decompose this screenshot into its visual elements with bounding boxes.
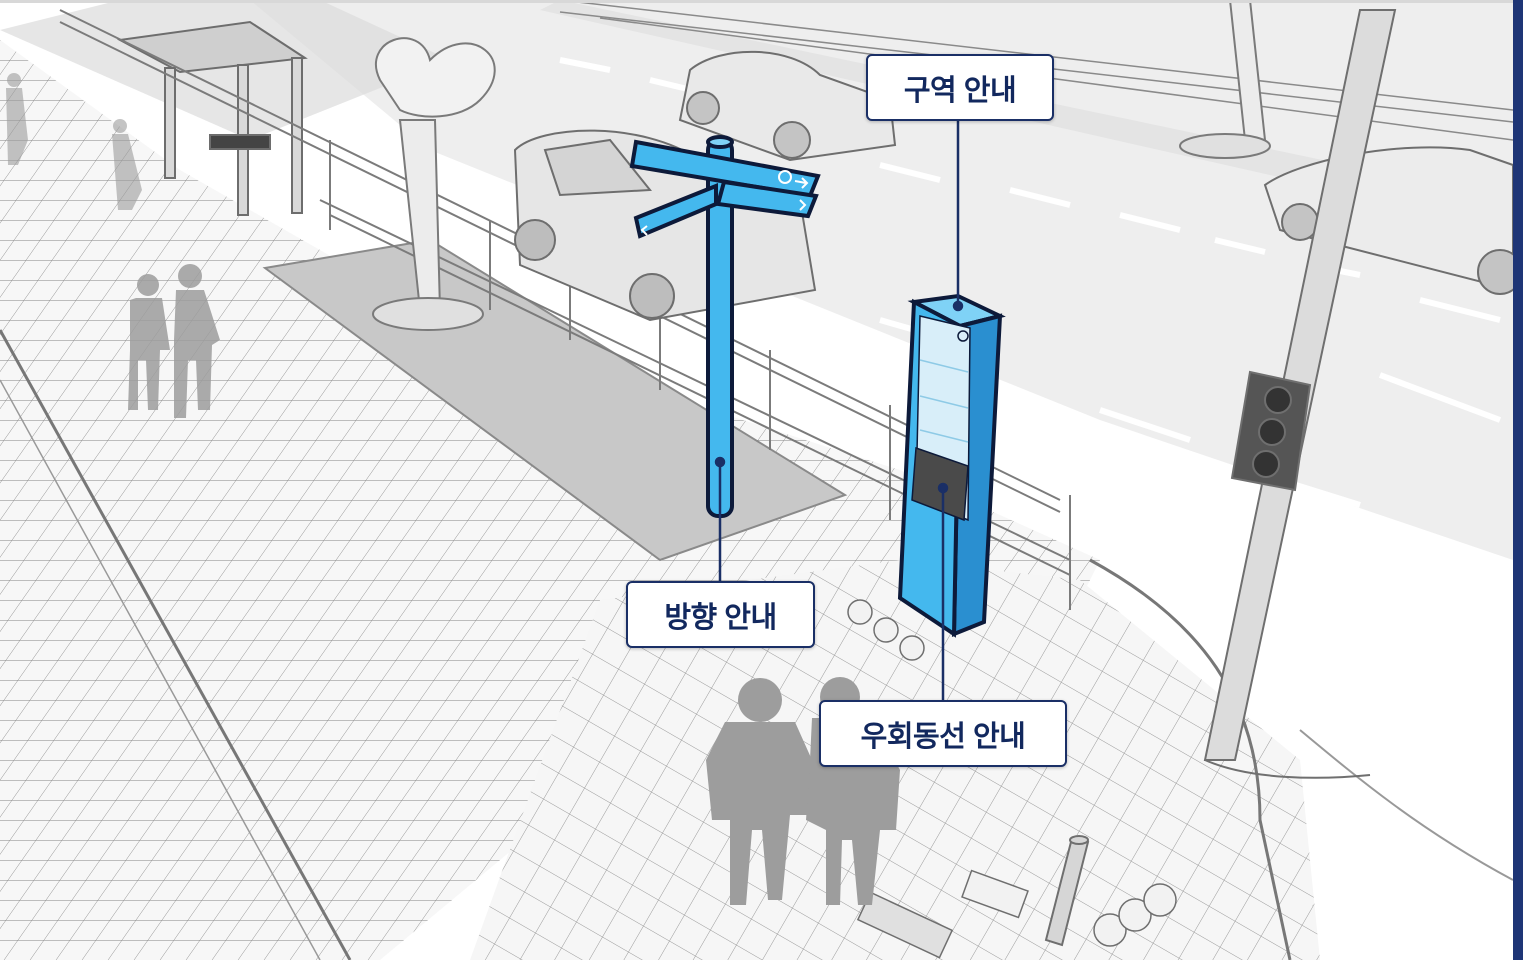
zone-guide-label: 구역 안내 [866, 54, 1054, 121]
traffic-signal-pole [1203, 9, 1397, 779]
accent-side-bar [1513, 0, 1523, 960]
bus-shelter [116, 20, 308, 216]
bollard [1044, 835, 1090, 947]
zone-guide-kiosk [897, 293, 1006, 638]
curb [1089, 558, 1292, 960]
detour-guide-label: 우회동선 안내 [819, 700, 1067, 767]
callout-leaders [714, 121, 964, 700]
top-edge [0, 0, 1513, 3]
tactile-markers [847, 599, 1177, 959]
car-silver-2 [678, 50, 897, 162]
pedestrians [6, 73, 900, 905]
direction-sign-arrows [640, 170, 809, 236]
direction-guide-label: 방향 안내 [626, 581, 815, 648]
trees [372, 0, 1271, 331]
